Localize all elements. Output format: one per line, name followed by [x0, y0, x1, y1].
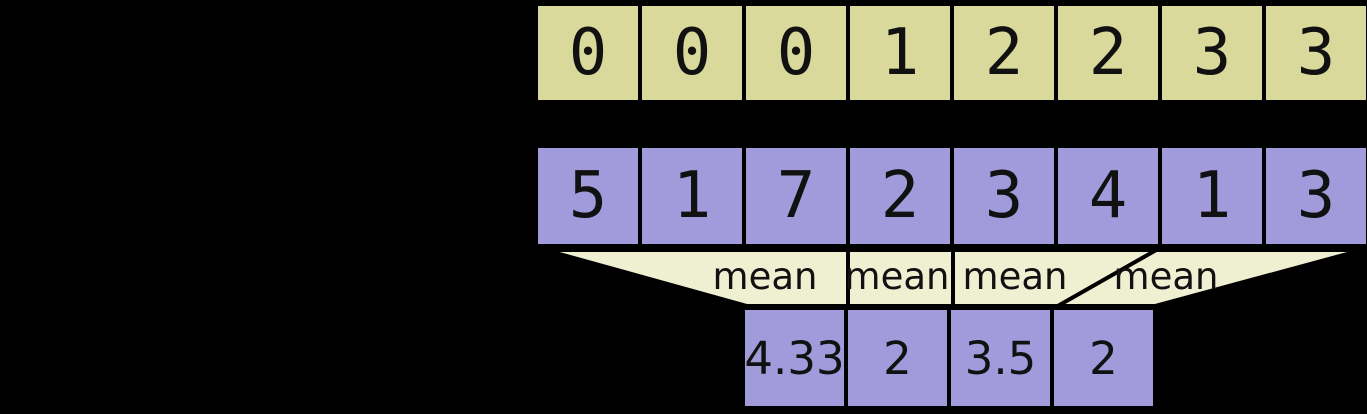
funnel-divider-3 — [1055, 247, 1159, 309]
segment-id-cell: 2 — [950, 2, 1058, 104]
segment-id-cell: 0 — [638, 2, 746, 104]
data-value-cell: 3 — [1262, 144, 1367, 248]
mean-label: mean — [844, 255, 950, 298]
segment-id-cell: 0 — [742, 2, 850, 104]
data-value-cell: 2 — [846, 144, 954, 248]
data-values-row: 5 1 7 2 3 4 1 3 — [534, 144, 1367, 248]
result-row: 4.33 2 3.5 2 — [741, 306, 1157, 410]
mean-label: mean — [712, 255, 818, 298]
data-value-cell: 1 — [1158, 144, 1266, 248]
segment-id-cell: 3 — [1262, 2, 1367, 104]
mean-label: mean — [1113, 255, 1219, 298]
data-value-cell: 7 — [742, 144, 850, 248]
data-value-cell: 3 — [950, 144, 1058, 248]
data-value-cell: 1 — [638, 144, 746, 248]
segment-id-cell: 2 — [1054, 2, 1162, 104]
result-cell: 4.33 — [741, 306, 848, 410]
result-cell: 3.5 — [947, 306, 1054, 410]
data-value-cell: 4 — [1054, 144, 1162, 248]
segment-id-cell: 0 — [534, 2, 642, 104]
segment-ids-row: 0 0 0 1 2 2 3 3 — [534, 2, 1367, 104]
mean-label: mean — [962, 255, 1068, 298]
data-value-cell: 5 — [534, 144, 642, 248]
result-cell: 2 — [1050, 306, 1157, 410]
segment-id-cell: 1 — [846, 2, 954, 104]
segment-id-cell: 3 — [1158, 2, 1266, 104]
result-cell: 2 — [844, 306, 951, 410]
